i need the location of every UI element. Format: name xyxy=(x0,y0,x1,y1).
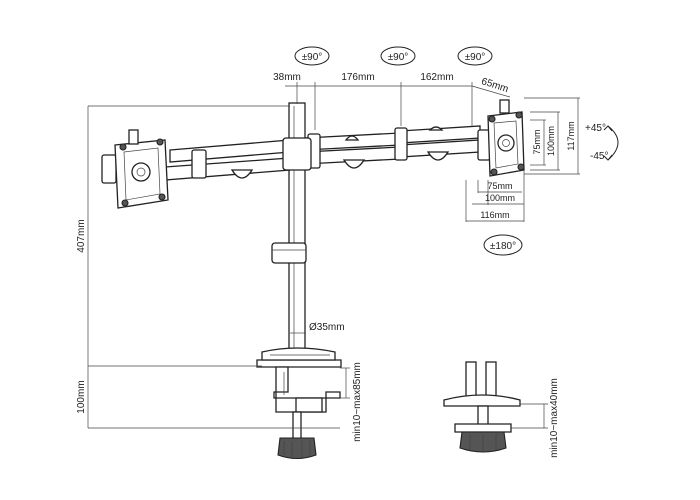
dimension-labels: 38mm 176mm 162mm 65mm 407mm Ø35mm 100mm … xyxy=(76,72,576,458)
tilt-down-label: -45° xyxy=(590,151,608,162)
dim-100mm-clamp: 100mm xyxy=(76,380,87,413)
dim-pole-diameter: Ø35mm xyxy=(309,322,345,333)
tilt-up-label: +45° xyxy=(585,123,606,134)
desk-clamp xyxy=(256,347,342,460)
grommet-mount xyxy=(443,361,521,453)
dim-vesa-75-height: 75mm xyxy=(532,129,542,154)
rotation-label-joint-3: ±90° xyxy=(465,52,486,63)
left-vesa-plate xyxy=(101,129,169,209)
dimension-lines xyxy=(87,82,619,429)
dim-clamp-range: min10~max85mm xyxy=(352,362,363,442)
dim-vesa-117-height: 117mm xyxy=(566,121,576,150)
dim-vesa-75-width: 75mm xyxy=(487,181,512,191)
dim-grommet-range: min10~max40mm xyxy=(549,378,560,458)
rotation-label-plate: ±180° xyxy=(490,241,516,252)
dim-vesa-100-width: 100mm xyxy=(485,193,515,203)
dim-407mm: 407mm xyxy=(76,219,87,252)
dim-38mm: 38mm xyxy=(273,72,301,83)
rotation-badges: ±90° ±90° ±90° ±180° +45° -45° xyxy=(294,46,608,256)
dim-vesa-100-height: 100mm xyxy=(546,126,556,156)
right-vesa-plate xyxy=(477,99,525,177)
dim-vesa-116-width: 116mm xyxy=(480,210,509,220)
rotation-label-joint-2: ±90° xyxy=(388,52,409,63)
arm-assembly xyxy=(164,125,481,181)
dim-176mm: 176mm xyxy=(341,72,374,83)
dim-162mm: 162mm xyxy=(420,72,453,83)
rotation-label-joint-1: ±90° xyxy=(302,52,323,63)
